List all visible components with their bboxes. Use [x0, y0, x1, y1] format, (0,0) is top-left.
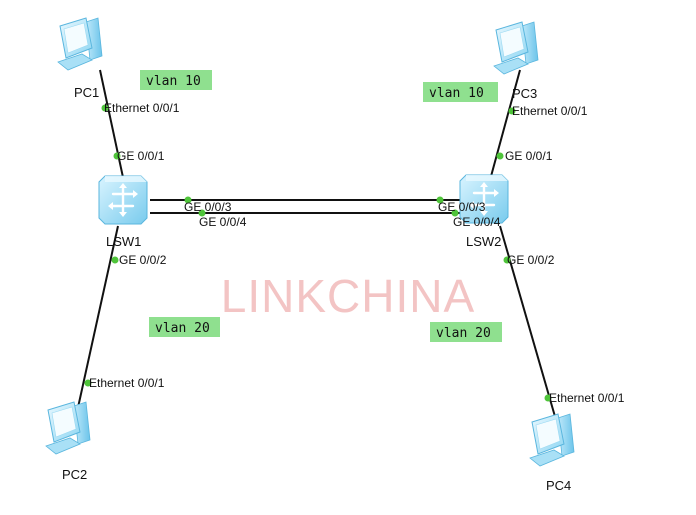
lsw1-label: LSW1 [106, 234, 141, 249]
lsw1-device[interactable]: LSW1 [97, 174, 149, 249]
vlan-tag-left-top: vlan 10 [140, 70, 212, 90]
switch-icon [97, 174, 149, 226]
port-label-lsw1-ge3: GE 0/0/3 [184, 200, 232, 214]
lsw2-device[interactable]: LSW2 [458, 173, 510, 249]
port-label-pc4-eth: Ethernet 0/0/1 [549, 391, 625, 405]
port-dot-lsw2-ge4 [451, 209, 459, 217]
port-dot-pc4-eth [544, 394, 552, 402]
pc-icon [493, 21, 539, 75]
link-lsw1-pc2 [76, 225, 119, 413]
port-dot-pc2-eth [84, 379, 92, 387]
port-label-pc1-eth: Ethernet 0/0/1 [104, 101, 180, 115]
port-label-lsw1-ge4: GE 0/0/4 [199, 215, 247, 229]
vlan-tag-left-bottom: vlan 20 [149, 317, 220, 337]
pc2-device[interactable]: PC2 [45, 401, 91, 482]
port-dot-pc3-eth [508, 107, 516, 115]
vlan-label: vlan 20 [436, 326, 491, 341]
port-dot-lsw2-ge3 [436, 196, 444, 204]
pc-icon [529, 413, 575, 467]
pc1-device[interactable]: PC1 [57, 17, 103, 100]
pc2-label: PC2 [62, 467, 87, 482]
port-dots [84, 104, 552, 402]
pc-icon [45, 401, 91, 455]
pc1-label: PC1 [74, 85, 99, 100]
port-dot-lsw1-ge2 [111, 256, 119, 264]
port-dot-lsw1-ge3 [184, 196, 192, 204]
vlan-label: vlan 20 [155, 321, 210, 336]
port-dot-lsw2-ge1 [496, 152, 504, 160]
port-dot-lsw2-ge2 [503, 256, 511, 264]
port-dot-lsw1-ge1 [113, 152, 121, 160]
pc3-label: PC3 [512, 86, 537, 101]
port-dot-lsw1-ge4 [198, 209, 206, 217]
pc4-device[interactable]: PC4 [529, 413, 575, 493]
vlan-tag-right-bottom: vlan 20 [430, 322, 502, 342]
port-label-pc3-eth: Ethernet 0/0/1 [512, 104, 588, 118]
lsw2-label: LSW2 [466, 234, 501, 249]
vlan-tag-right-top: vlan 10 [423, 82, 498, 102]
vlan-label: vlan 10 [146, 74, 201, 89]
port-label-lsw2-ge1: GE 0/0/1 [505, 149, 553, 163]
link-pc1-lsw1 [99, 69, 125, 183]
port-label-pc2-eth: Ethernet 0/0/1 [89, 376, 165, 390]
port-label-lsw2-ge4: GE 0/0/4 [453, 215, 501, 229]
link-pc3-lsw2 [489, 69, 521, 181]
port-dot-pc1-eth [101, 104, 109, 112]
port-label-lsw2-ge2: GE 0/0/2 [507, 253, 555, 267]
port-label-lsw1-ge1: GE 0/0/1 [117, 149, 165, 163]
pc3-device[interactable]: PC3 [493, 21, 539, 101]
port-label-lsw1-ge2: GE 0/0/2 [119, 253, 167, 267]
port-label-lsw2-ge3: GE 0/0/3 [438, 200, 486, 214]
vlan-label: vlan 10 [429, 86, 484, 101]
watermark-text: LINKCHINA [221, 270, 475, 322]
pc4-label: PC4 [546, 478, 571, 493]
pc-icon [57, 17, 103, 71]
